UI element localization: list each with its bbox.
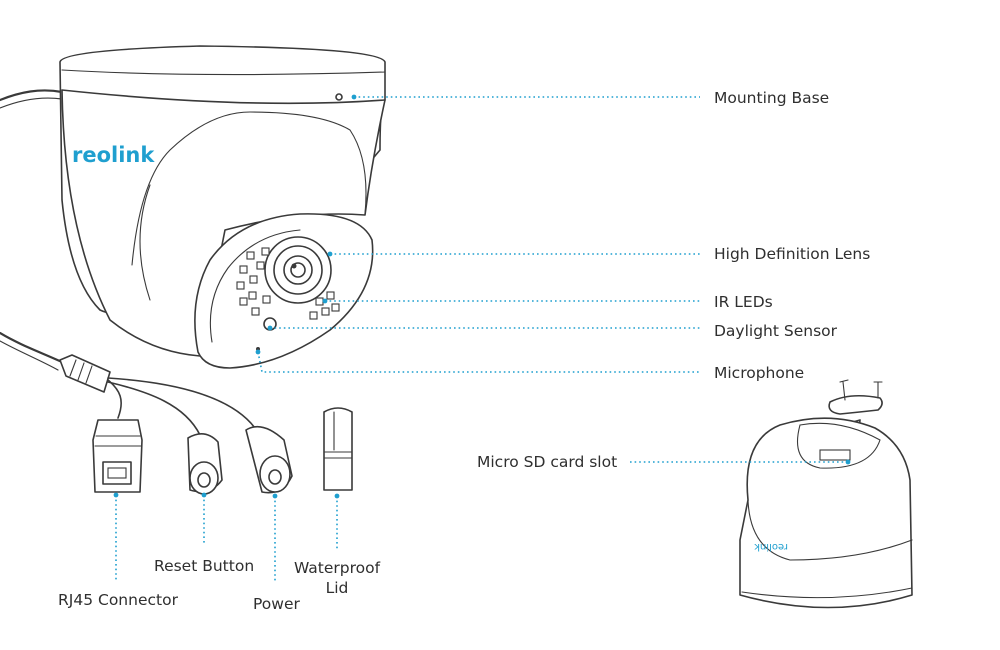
label-ir-leds: IR LEDs <box>714 293 773 311</box>
label-reset-button: Reset Button <box>154 557 254 575</box>
lens-icon <box>264 236 332 304</box>
label-mounting-base: Mounting Base <box>714 89 829 107</box>
brand-logo-small: reolink <box>754 541 788 552</box>
waterproof-lid-icon <box>323 407 353 491</box>
callout-labels: Mounting Base High Definition Lens IR LE… <box>58 89 870 613</box>
label-lens: High Definition Lens <box>714 245 870 263</box>
rj45-connector-icon <box>92 419 143 493</box>
ir-led-cluster-left <box>236 247 271 316</box>
label-power: Power <box>253 595 300 613</box>
label-daylight-sensor: Daylight Sensor <box>714 322 838 340</box>
label-microphone: Microphone <box>714 364 804 382</box>
label-waterproof-line2: Lid <box>326 579 349 597</box>
reset-button-connector-icon <box>187 433 223 495</box>
power-connector-icon <box>245 425 293 494</box>
camera-sd-view-illustration: reolink <box>739 379 913 609</box>
dome-camera-illustration: reolink <box>0 45 386 371</box>
ir-led-cluster-right <box>309 291 340 320</box>
cable-connectors-illustration <box>59 354 353 495</box>
brand-logo: reolink <box>72 143 155 167</box>
label-rj45: RJ45 Connector <box>58 591 179 609</box>
label-waterproof-line1: Waterproof <box>294 559 381 577</box>
leader-lines <box>113 94 851 582</box>
label-sd-slot: Micro SD card slot <box>477 453 617 471</box>
leader-microphone <box>257 351 700 373</box>
